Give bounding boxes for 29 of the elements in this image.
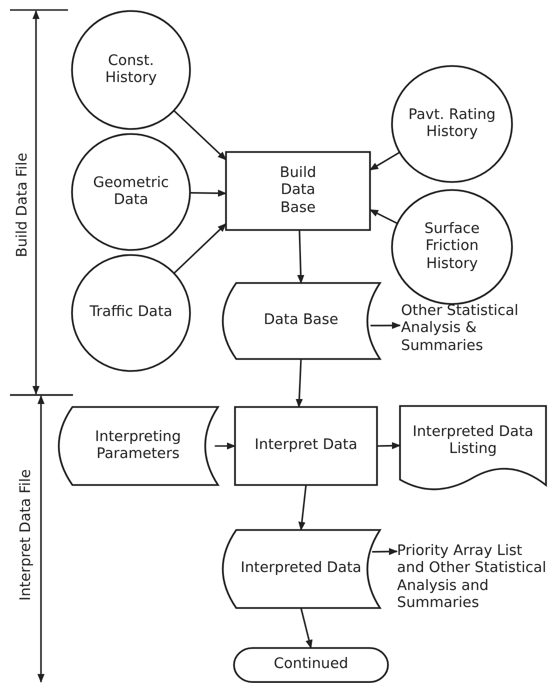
arrow [297, 230, 304, 284]
dimension-label: Interpret Data File [18, 469, 34, 601]
dimension-label: Build Data File [14, 152, 30, 258]
node-label: Traffic Data [89, 304, 173, 322]
arrow [296, 358, 303, 408]
node-label: Geometric Data [92, 174, 170, 210]
annotation-text: Other Statistical Analysis & Summaries [401, 303, 520, 356]
arrow [376, 442, 401, 450]
arrow [370, 322, 401, 330]
arrow [298, 484, 307, 531]
node-label: Interpreted Data Listing [412, 424, 534, 458]
arrow [173, 110, 227, 160]
node-label: Data Base [262, 312, 340, 330]
node-label: Pavt. Rating History [407, 106, 497, 142]
node-label: Continued [272, 656, 350, 674]
arrow [369, 209, 398, 224]
arrow [173, 223, 227, 274]
node-label: Surface Friction History [423, 220, 481, 274]
node-label: Interpreted Data [240, 560, 362, 578]
annotation-text: Priority Array List and Other Statistical Analysis and Summaries [397, 543, 548, 613]
arrow [372, 548, 398, 556]
node-label: Interpret Data [254, 437, 358, 455]
arrow [300, 608, 313, 649]
arrow [190, 190, 227, 197]
arrow [369, 152, 400, 171]
node-label: Interpreting Parameters [94, 428, 182, 464]
node-label: Const. History [104, 52, 158, 88]
arrow [214, 442, 236, 450]
node-label: Build Data Base [278, 164, 318, 218]
